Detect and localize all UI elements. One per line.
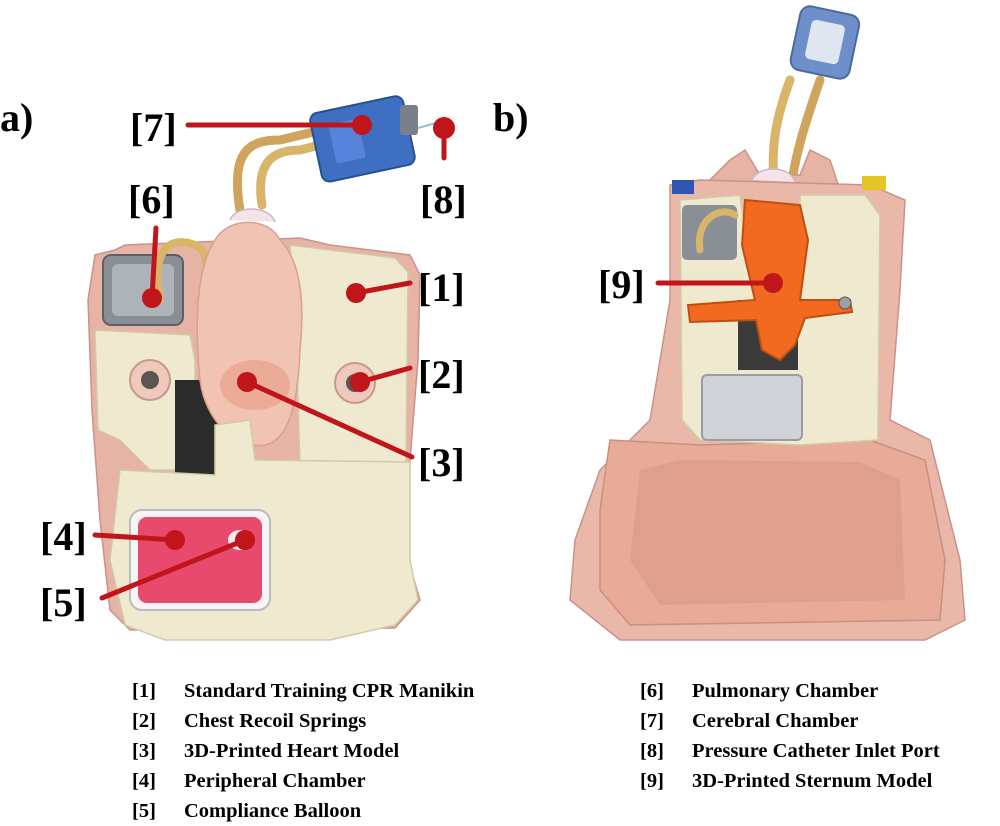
legend-text: Pressure Catheter Inlet Port: [692, 740, 940, 762]
legend-number: [7]: [640, 710, 664, 732]
photo-illustrations: [87, 5, 966, 641]
callout-lines: [92, 115, 783, 601]
legend-text: 3D-Printed Heart Model: [184, 740, 400, 762]
panel-letter-a: a): [0, 95, 34, 140]
callout-label-4: [4]: [40, 514, 87, 559]
panel-letter-b: b): [493, 95, 529, 140]
legend-item: [5] Compliance Balloon: [132, 796, 474, 826]
legend-number: [8]: [640, 740, 664, 762]
callout-label-7: [7]: [130, 105, 177, 150]
legend-item: [6] Pulmonary Chamber: [640, 676, 940, 706]
legend-item: [3] 3D-Printed Heart Model: [132, 736, 474, 766]
legend-text: 3D-Printed Sternum Model: [692, 770, 933, 792]
legend-text: Pulmonary Chamber: [692, 680, 879, 702]
legend-left: [1] Standard Training CPR Manikin [2] Ches…: [132, 676, 474, 826]
legend-text: Compliance Balloon: [184, 800, 362, 822]
legend-number: [9]: [640, 770, 664, 792]
manikin-photo-b: [569, 5, 966, 641]
legend-item: [8] Pressure Catheter Inlet Port: [640, 736, 940, 766]
legend-number: [3]: [132, 740, 156, 762]
legend-text: Peripheral Chamber: [184, 770, 366, 792]
callout-label-1: [1]: [418, 265, 465, 310]
callout-label-2: [2]: [418, 352, 465, 397]
legend-number: [4]: [132, 770, 156, 792]
legend-item: [2] Chest Recoil Springs: [132, 706, 474, 736]
legend-text: Chest Recoil Springs: [184, 710, 367, 732]
callout-label-9: [9]: [598, 262, 645, 307]
legend-text: Standard Training CPR Manikin: [184, 680, 475, 702]
callout-label-8: [8]: [420, 177, 467, 222]
cerebral-chamber-block: [309, 95, 418, 183]
legend-right: [6] Pulmonary Chamber [7] Cerebral Chamber…: [640, 676, 940, 796]
foam-block-right-a: [289, 244, 409, 466]
legend-number: [5]: [132, 800, 156, 822]
legend-item: [7] Cerebral Chamber: [640, 706, 940, 736]
legend-text: Cerebral Chamber: [692, 710, 859, 732]
legend-item: [4] Peripheral Chamber: [132, 766, 474, 796]
legend-item: [1] Standard Training CPR Manikin: [132, 676, 474, 706]
callout-label-6: [6]: [128, 177, 175, 222]
heart-model-a: [196, 221, 303, 447]
callout-label-5: [5]: [40, 580, 87, 625]
legend-number: [6]: [640, 680, 664, 702]
callout-label-3: [3]: [418, 440, 465, 485]
legend-item: [9] 3D-Printed Sternum Model: [640, 766, 940, 796]
legend-number: [2]: [132, 710, 156, 732]
legend-number: [1]: [132, 680, 156, 702]
